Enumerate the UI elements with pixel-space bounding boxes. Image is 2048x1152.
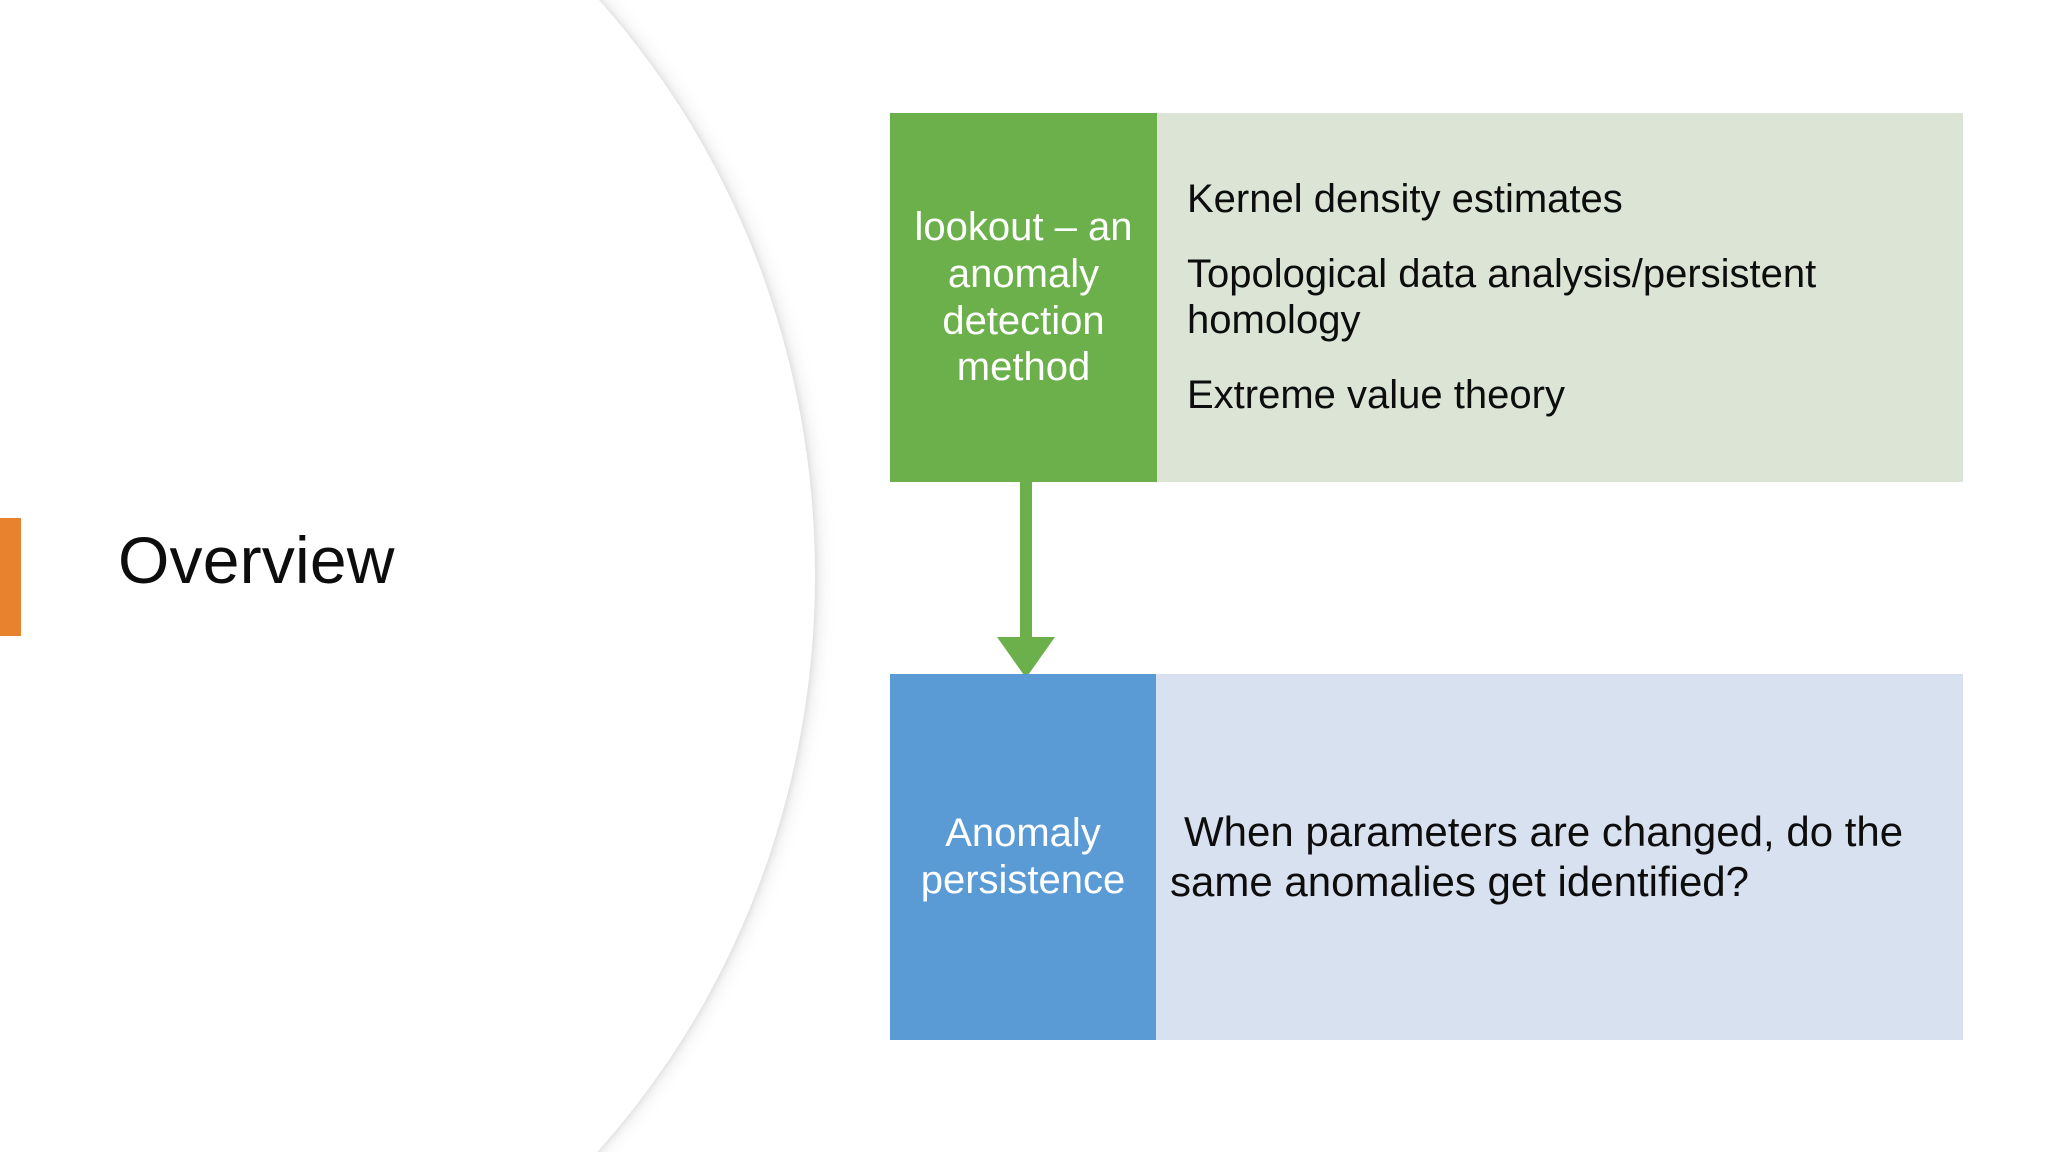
row-persistence: Anomaly persistence When parameters are … bbox=[890, 674, 1963, 1040]
row-lookout: lookout – an anomaly detection method Ke… bbox=[890, 113, 1963, 482]
list-item: Extreme value theory bbox=[1187, 372, 1565, 417]
down-arrow-icon bbox=[997, 482, 1055, 678]
row-lookout-body: Kernel density estimates Topological dat… bbox=[1157, 113, 1963, 482]
list-item: Kernel density estimates bbox=[1187, 177, 1623, 222]
row-persistence-label: Anomaly persistence bbox=[890, 674, 1156, 1040]
page-title: Overview bbox=[118, 523, 395, 597]
list-item: When parameters are changed, do the same… bbox=[1170, 807, 1904, 905]
row-lookout-label: lookout – an anomaly detection method bbox=[890, 113, 1157, 482]
title-accent-bar bbox=[0, 518, 21, 636]
list-item: Topological data analysis/persistent hom… bbox=[1187, 252, 1817, 342]
row-persistence-body: When parameters are changed, do the same… bbox=[1156, 674, 1963, 1040]
